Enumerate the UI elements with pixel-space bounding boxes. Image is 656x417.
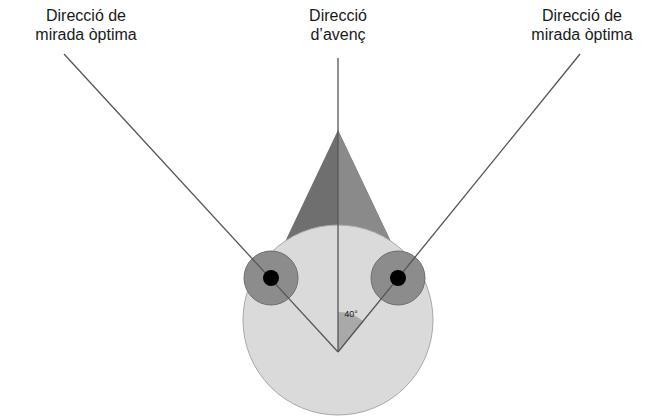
angle-label: 40° xyxy=(339,309,363,320)
left-pupil xyxy=(263,270,279,286)
left-gaze-line xyxy=(64,54,338,352)
direction-label: Direcció d’avenç xyxy=(293,6,383,44)
direction-label: Direcció de mirada òptima xyxy=(517,6,647,44)
right-eye xyxy=(371,251,425,305)
direction-label: Direcció de mirada òptima xyxy=(21,6,151,44)
right-gaze-line xyxy=(338,54,580,352)
advance-direction-line xyxy=(337,58,338,352)
right-pupil xyxy=(390,270,406,286)
